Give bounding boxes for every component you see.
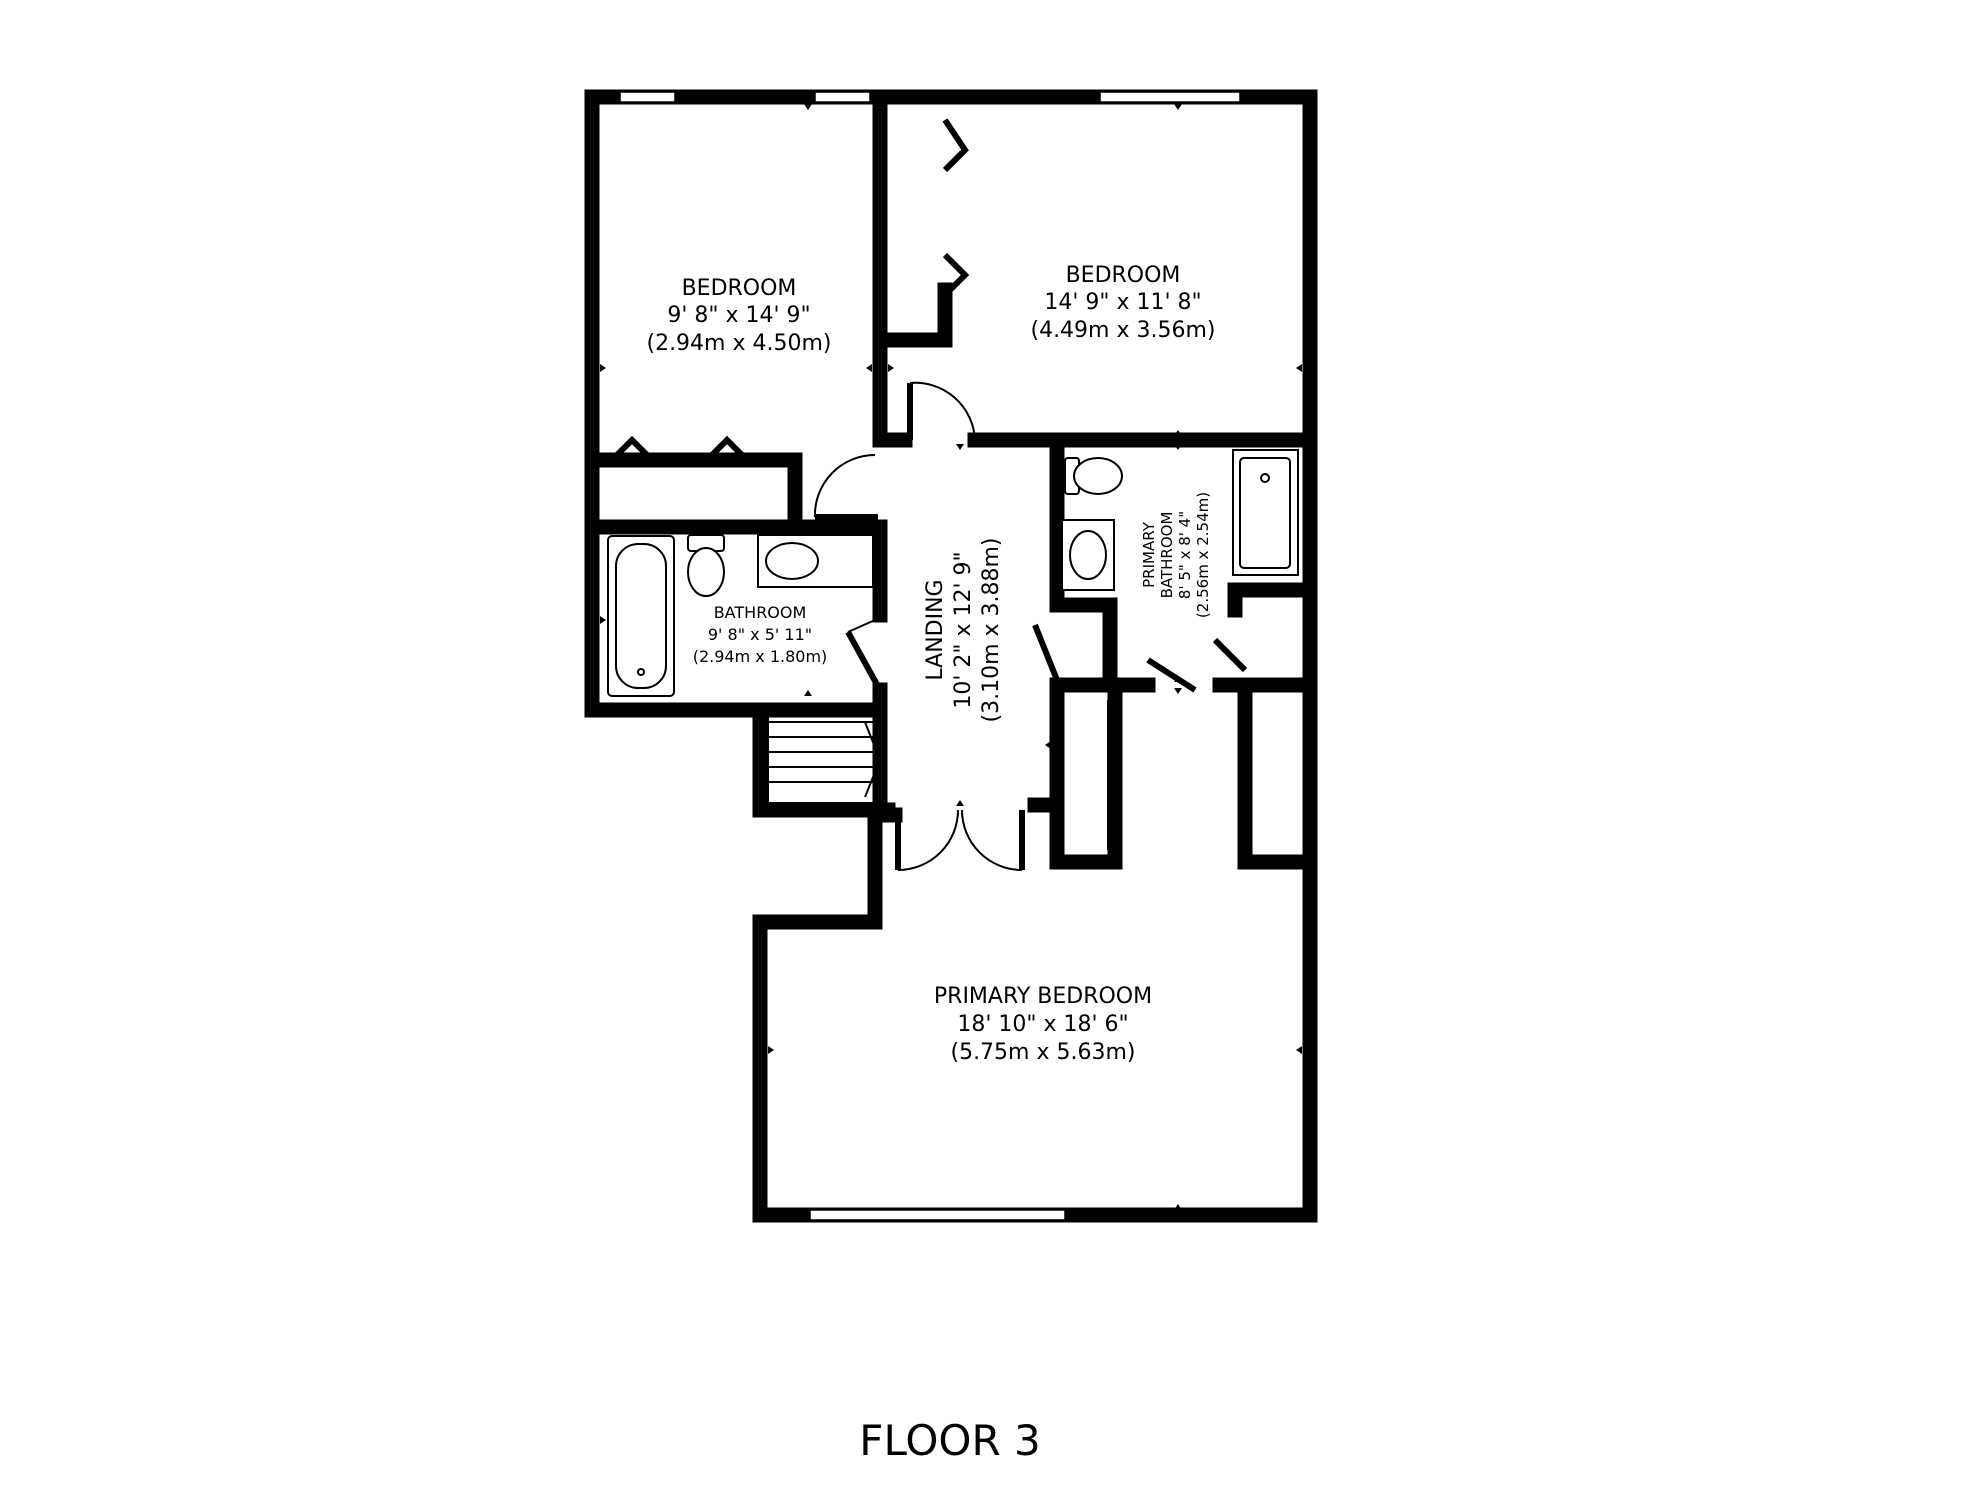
room-label-bedroom-left: BEDROOM 9' 8" x 14' 9" (2.94m x 4.50m)	[646, 276, 831, 356]
room-dimensions-metric: (3.10m x 3.88m)	[979, 537, 1004, 722]
room-name: LANDING	[923, 579, 948, 680]
room-dimensions-imperial: 8' 5" x 8' 4"	[1176, 511, 1194, 599]
room-dimensions-metric: (2.56m x 2.54m)	[1194, 492, 1212, 618]
room-dimensions-metric: (2.94m x 1.80m)	[693, 647, 828, 666]
floor-title: FLOOR 3	[859, 1416, 1040, 1465]
room-name-line2: BATHROOM	[1158, 512, 1176, 599]
room-dimensions-imperial: 9' 8" x 5' 11"	[708, 625, 812, 644]
window	[814, 91, 871, 103]
room-dimensions-metric: (4.49m x 3.56m)	[1030, 318, 1215, 343]
room-label-primary-bedroom: PRIMARY BEDROOM 18' 10" x 18' 6" (5.75m …	[934, 984, 1152, 1065]
room-dimensions-imperial: 10' 2" x 12' 9"	[951, 551, 976, 708]
room-name-line1: PRIMARY	[1140, 521, 1158, 588]
interior-walls	[584, 89, 1318, 870]
window	[619, 91, 676, 103]
fixtures	[607, 449, 1299, 697]
window	[809, 1209, 1066, 1221]
room-dimensions-metric: (5.75m x 5.63m)	[950, 1040, 1135, 1065]
room-label-landing: LANDING 10' 2" x 12' 9" (3.10m x 3.88m)	[923, 537, 1004, 722]
room-name: BEDROOM	[682, 276, 797, 301]
window	[1099, 91, 1241, 103]
stairs	[767, 709, 881, 804]
doors	[609, 118, 1252, 871]
room-dimensions-imperial: 14' 9" x 11' 8"	[1044, 290, 1201, 315]
room-name: PRIMARY BEDROOM	[934, 984, 1152, 1009]
room-label-primary-bathroom: PRIMARY BATHROOM 8' 5" x 8' 4" (2.56m x …	[1140, 492, 1212, 618]
room-label-bedroom-right: BEDROOM 14' 9" x 11' 8" (4.49m x 3.56m)	[1030, 263, 1215, 343]
room-dimensions-imperial: 9' 8" x 14' 9"	[667, 303, 810, 328]
room-label-bathroom: BATHROOM 9' 8" x 5' 11" (2.94m x 1.80m)	[693, 603, 828, 666]
windows	[619, 91, 1241, 1221]
room-dimensions-imperial: 18' 10" x 18' 6"	[957, 1012, 1128, 1037]
dimension-markers	[600, 104, 1302, 1210]
room-name: BATHROOM	[714, 603, 807, 622]
room-name: BEDROOM	[1066, 263, 1181, 288]
room-dimensions-metric: (2.94m x 4.50m)	[646, 331, 831, 356]
